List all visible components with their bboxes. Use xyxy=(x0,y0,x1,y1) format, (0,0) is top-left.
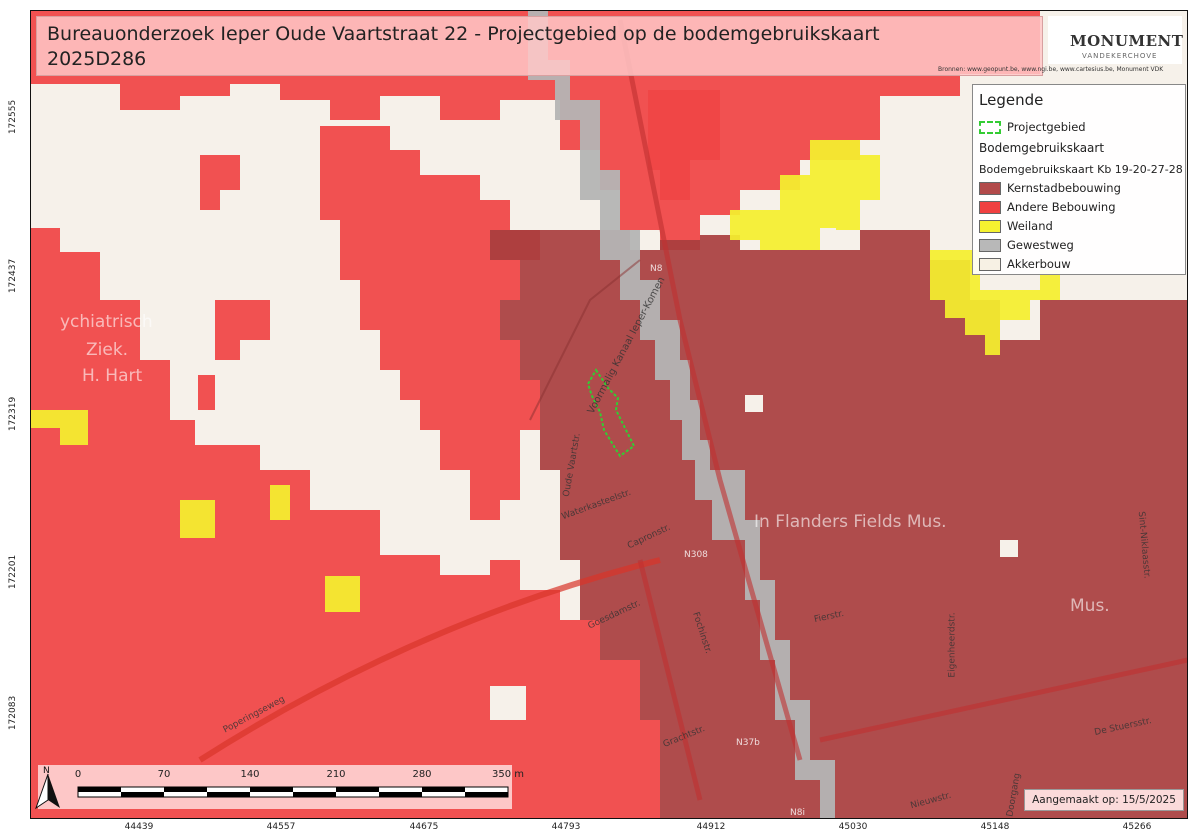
akkerbouw-swatch-icon xyxy=(979,257,1001,271)
legend: Legende Projectgebied Bodemgebruikskaart… xyxy=(972,84,1186,275)
y-axis-tick-label: 172201 xyxy=(8,554,19,590)
x-axis-tick-label: 44793 xyxy=(551,822,581,832)
legend-label: Akkerbouw xyxy=(1007,257,1071,271)
legend-label: Andere Bebouwing xyxy=(1007,200,1116,214)
projectgebied-polygon xyxy=(586,368,636,458)
x-axis-tick-label: 44912 xyxy=(696,822,726,832)
north-arrow-icon: N xyxy=(33,766,63,810)
legend-title: Legende xyxy=(979,91,1044,109)
logo-sub-text: VANDEKERCHOVE xyxy=(1082,52,1158,60)
x-axis-tick-label: 44675 xyxy=(409,822,439,832)
created-date: Aangemaakt op: 15/5/2025 xyxy=(1024,789,1184,811)
scale-tick-label: 210 xyxy=(326,769,346,780)
legend-label: Weiland xyxy=(1007,219,1053,233)
y-axis-tick-label: 172319 xyxy=(8,396,19,432)
legend-item-akkerbouw: Akkerbouw xyxy=(979,256,1071,272)
legend-item-weiland: Weiland xyxy=(979,218,1053,234)
frame-border-top xyxy=(30,10,1188,11)
frame-border-bottom xyxy=(30,818,1188,819)
andere-bebouwing-west xyxy=(30,228,660,819)
scale-tick-label: 0 xyxy=(74,769,82,780)
map-title: Bureauonderzoek Ieper Oude Vaartstraat 2… xyxy=(47,23,880,45)
legend-label: Gewestweg xyxy=(1007,238,1074,252)
road-label-n8: N8 xyxy=(650,264,663,274)
place-label-hhart: H. Hart xyxy=(82,366,143,386)
andere-bebouwing-center xyxy=(320,126,540,520)
x-axis-tick-label: 45266 xyxy=(1122,822,1152,832)
andere-swatch-icon xyxy=(979,200,1001,214)
x-axis-tick-label: 44439 xyxy=(124,822,154,832)
y-axis-tick-label: 172083 xyxy=(8,695,19,731)
x-axis-tick-label: 45030 xyxy=(838,822,868,832)
x-axis-tick-label: 44557 xyxy=(266,822,296,832)
weiland-area-e xyxy=(930,250,1060,355)
road-label-n308: N308 xyxy=(684,550,708,560)
gewestweg-swatch-icon xyxy=(979,238,1001,252)
x-axis-tick-label: 45148 xyxy=(980,822,1010,832)
scale-tick-label: 140 xyxy=(240,769,260,780)
canal-line xyxy=(529,259,641,421)
road-stuers xyxy=(819,657,1188,743)
scale-tick-label: 280 xyxy=(412,769,432,780)
street-eigenheerd: Eigenheerdstr. xyxy=(947,612,958,678)
logo: MONUMENT VANDEKERCHOVE xyxy=(1048,16,1184,64)
place-label-museum: In Flanders Fields Mus. xyxy=(754,512,947,532)
title-box: Bureauonderzoek Ieper Oude Vaartstraat 2… xyxy=(36,16,1043,76)
legend-item-projectgebied: Projectgebied xyxy=(979,119,1086,135)
andere-bebouwing-patches xyxy=(198,90,720,410)
logo-main-text: MONUMENT xyxy=(1070,32,1184,50)
legend-item-gewestweg: Gewestweg xyxy=(979,237,1074,253)
north-label: N xyxy=(43,766,50,776)
projectgebied-swatch-icon xyxy=(979,120,1001,134)
legend-label: Kernstadbebouwing xyxy=(1007,181,1121,195)
scale-bar: 0 70 140 210 280 350 m xyxy=(38,765,524,809)
legend-label: Projectgebied xyxy=(1007,120,1086,134)
road-n8 xyxy=(617,19,803,761)
frame-border-left xyxy=(30,10,31,819)
place-label-ziek: Ziek. xyxy=(86,340,129,360)
weiland-area-w xyxy=(30,410,360,612)
place-label-mus: Mus. xyxy=(1070,596,1110,616)
scale-bar-graphic xyxy=(77,786,509,798)
gewestweg-strip xyxy=(528,10,835,819)
road-label-n8i: N8i xyxy=(790,808,805,818)
y-axis-tick-label: 172437 xyxy=(8,258,19,294)
frame-border-right xyxy=(1187,10,1188,819)
map-subtitle: 2025D286 xyxy=(47,48,147,70)
weiland-swatch-icon xyxy=(979,219,1001,233)
weiland-area-ne xyxy=(730,140,880,250)
sources-text: Bronnen: www.geopunt.be, www.ngi.be, www… xyxy=(938,66,1164,73)
legend-item-andere: Andere Bebouwing xyxy=(979,199,1116,215)
scale-tick-label: 70 xyxy=(157,769,171,780)
legend-subgroup: Bodemgebruikskaart Kb 19-20-27-28 xyxy=(979,163,1183,176)
y-axis-tick-label: 172555 xyxy=(8,99,19,135)
road-n308 xyxy=(198,557,661,763)
place-label-psych: ychiatrisch xyxy=(60,312,153,332)
road-label-n37b: N37b xyxy=(736,738,760,748)
scale-tick-label: 350 m xyxy=(491,769,525,780)
legend-item-kernstad: Kernstadbebouwing xyxy=(979,180,1121,196)
road-fochin xyxy=(637,559,703,801)
legend-group: Bodemgebruikskaart xyxy=(979,141,1105,155)
kernstad-swatch-icon xyxy=(979,181,1001,195)
